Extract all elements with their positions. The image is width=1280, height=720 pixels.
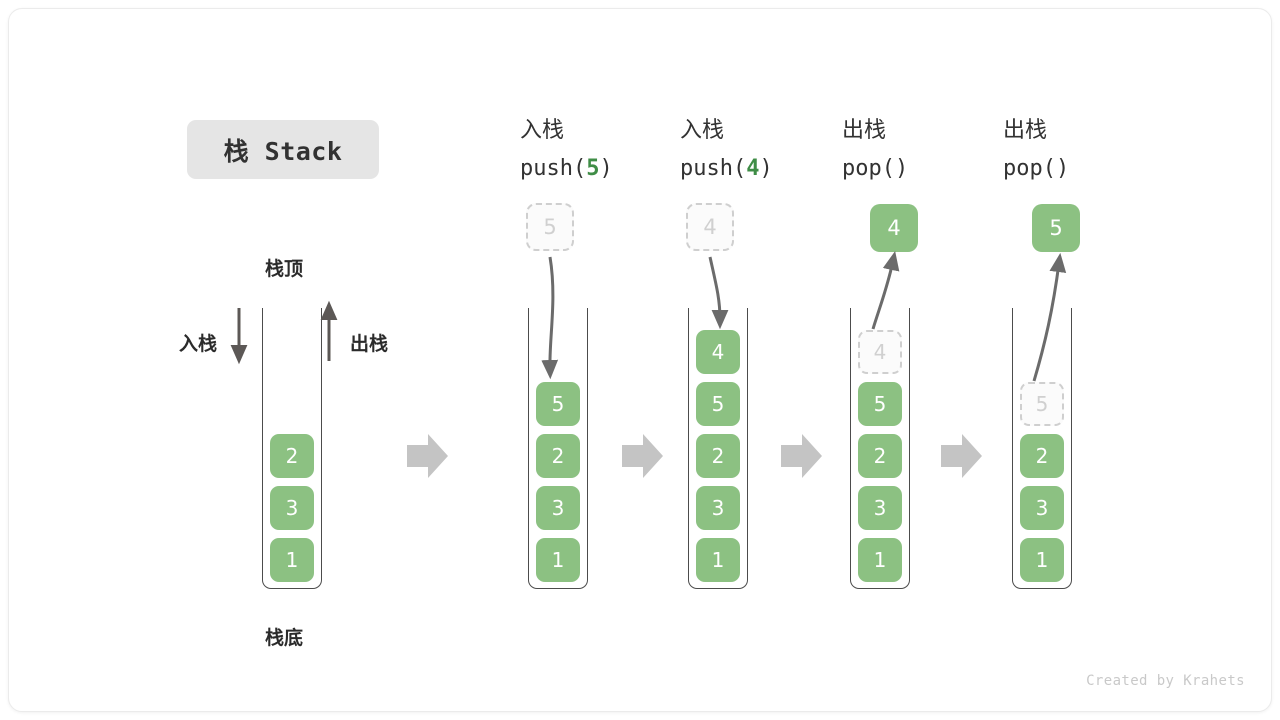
stack-cell: 2 [696, 434, 740, 478]
column-caption-pop-5: 出栈 pop() [1003, 112, 1069, 188]
stack-cell: 3 [536, 486, 580, 530]
stack-bottom-label: 栈底 [265, 627, 304, 649]
stack-cell: 1 [696, 538, 740, 582]
stack-cell: 5 [696, 382, 740, 426]
floating-value-box: 4 [686, 203, 734, 251]
caption-code-close: ) [1055, 156, 1070, 181]
pop-direction-label: 出栈 [350, 333, 389, 355]
stack-cell: 5 [536, 382, 580, 426]
column-caption-push-5: 入栈 push(5) [520, 112, 613, 188]
stack-cell: 5 [858, 382, 902, 426]
column-caption-pop-4: 出栈 pop() [842, 112, 908, 188]
stack-top-label: 栈顶 [265, 258, 304, 280]
ghost-stack-cell: 4 [858, 330, 902, 374]
stack-cell: 1 [858, 538, 902, 582]
caption-operation-name: 入栈 [520, 118, 565, 143]
arrows-overlay [230, 251, 1067, 478]
caption-code-open: pop( [1003, 156, 1056, 181]
step-arrow [407, 434, 448, 478]
stack-cell: 2 [1020, 434, 1064, 478]
caption-code-close: ) [759, 156, 773, 181]
caption-code-open: pop( [842, 156, 895, 181]
step-arrow [781, 434, 822, 478]
stack-cell: 2 [536, 434, 580, 478]
stack-cell: 1 [1020, 538, 1064, 582]
stack-cell: 3 [858, 486, 902, 530]
floating-value-box: 5 [526, 203, 574, 251]
caption-code-close: ) [894, 156, 909, 181]
caption-code-open: push( [520, 156, 587, 181]
step-arrow [941, 434, 982, 478]
caption-code-open: push( [680, 156, 747, 181]
stack-cell: 2 [858, 434, 902, 478]
stack-cell: 4 [696, 330, 740, 374]
caption-code-close: ) [599, 156, 613, 181]
caption-operation-name: 出栈 [1003, 118, 1048, 143]
column-caption-push-4: 入栈 push(4) [680, 112, 773, 188]
stack-cell: 1 [270, 538, 314, 582]
ghost-stack-cell: 5 [1020, 382, 1064, 426]
stack-cell: 3 [270, 486, 314, 530]
push-direction-label: 入栈 [179, 333, 218, 355]
caption-operation-name: 出栈 [842, 118, 887, 143]
diagram-canvas: 栈 Stack 栈顶 栈底 入栈 出栈 2 3 1 入栈 push(5) 5 5… [8, 8, 1272, 712]
caption-code-value: 5 [586, 156, 600, 181]
step-arrow [622, 434, 663, 478]
stack-cell: 3 [696, 486, 740, 530]
caption-code-value: 4 [746, 156, 760, 181]
stack-cell: 2 [270, 434, 314, 478]
popped-value-box: 4 [870, 204, 918, 252]
caption-operation-name: 入栈 [680, 118, 725, 143]
stack-cell: 3 [1020, 486, 1064, 530]
credit-text: Created by Krahets [1086, 673, 1245, 689]
popped-value-box: 5 [1032, 204, 1080, 252]
stack-cell: 1 [536, 538, 580, 582]
page-title: 栈 Stack [187, 120, 379, 179]
